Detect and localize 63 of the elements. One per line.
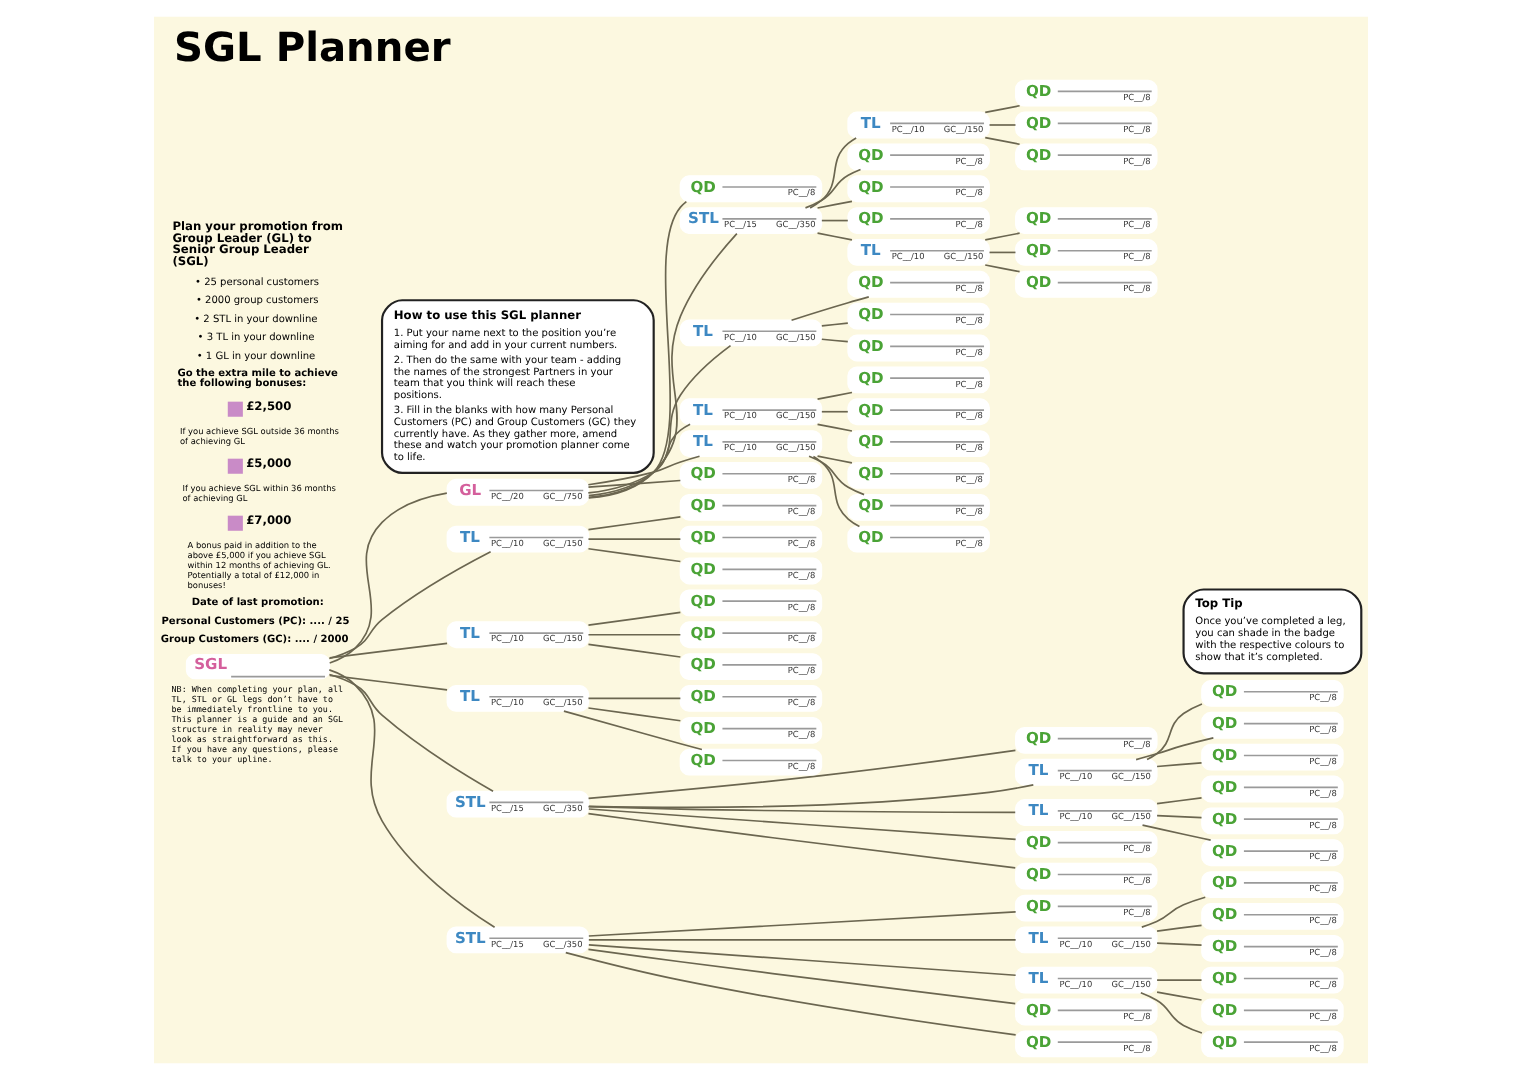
connector: [821, 410, 849, 413]
connector: [804, 168, 862, 209]
connector: [587, 643, 682, 658]
connector: [1156, 762, 1203, 768]
connector: [587, 200, 688, 499]
connector: [988, 251, 1017, 254]
connector: [587, 455, 701, 486]
connector: [821, 338, 849, 343]
diagram-title: SGL Planner: [174, 22, 451, 71]
connector: [984, 264, 1021, 273]
connector: [1156, 991, 1203, 1001]
connector: [1156, 797, 1203, 805]
connector: [1135, 737, 1215, 761]
connector: [587, 423, 691, 494]
connector: [1156, 942, 1203, 946]
connector: [1156, 814, 1203, 819]
connector: [587, 344, 732, 497]
connector: [328, 674, 448, 691]
connector: [816, 423, 853, 432]
connector: [588, 939, 1017, 941]
connector: [812, 455, 861, 528]
connector: [984, 232, 1021, 241]
connector: [564, 951, 1017, 1036]
connector: [790, 296, 870, 322]
connector: [816, 200, 853, 209]
connector: [563, 710, 703, 751]
connector: [1146, 703, 1203, 761]
connector: [587, 633, 682, 636]
connector: [328, 492, 448, 664]
connector: [328, 550, 492, 660]
connector: [328, 673, 494, 793]
connector: [587, 749, 1017, 800]
connector: [809, 137, 857, 209]
connector: [587, 479, 682, 488]
connector: [1140, 992, 1203, 1034]
connector: [587, 812, 1017, 869]
connector: [587, 948, 1017, 1005]
connector: [821, 322, 849, 327]
connector: [587, 805, 1017, 814]
connector: [984, 104, 1021, 114]
connector: [587, 547, 682, 563]
connector: [816, 232, 853, 241]
connector: [588, 784, 1035, 809]
connector: [1141, 824, 1212, 841]
connector: [821, 219, 849, 222]
connector: [988, 124, 1017, 126]
connector: [816, 391, 853, 400]
connector: [984, 136, 1021, 146]
connector: [588, 808, 1017, 841]
connector: [587, 516, 682, 531]
connector: [1156, 979, 1203, 981]
connector: [587, 707, 682, 722]
connector: [1156, 924, 1203, 932]
connector: [1140, 896, 1207, 928]
connector: [588, 911, 1017, 937]
connector: [587, 697, 682, 700]
connector: [328, 669, 496, 929]
connector: [588, 944, 1017, 977]
connector: [816, 455, 853, 464]
connector: [808, 455, 865, 496]
connector: [587, 611, 682, 626]
connector: [588, 232, 738, 499]
connector: [587, 538, 682, 540]
